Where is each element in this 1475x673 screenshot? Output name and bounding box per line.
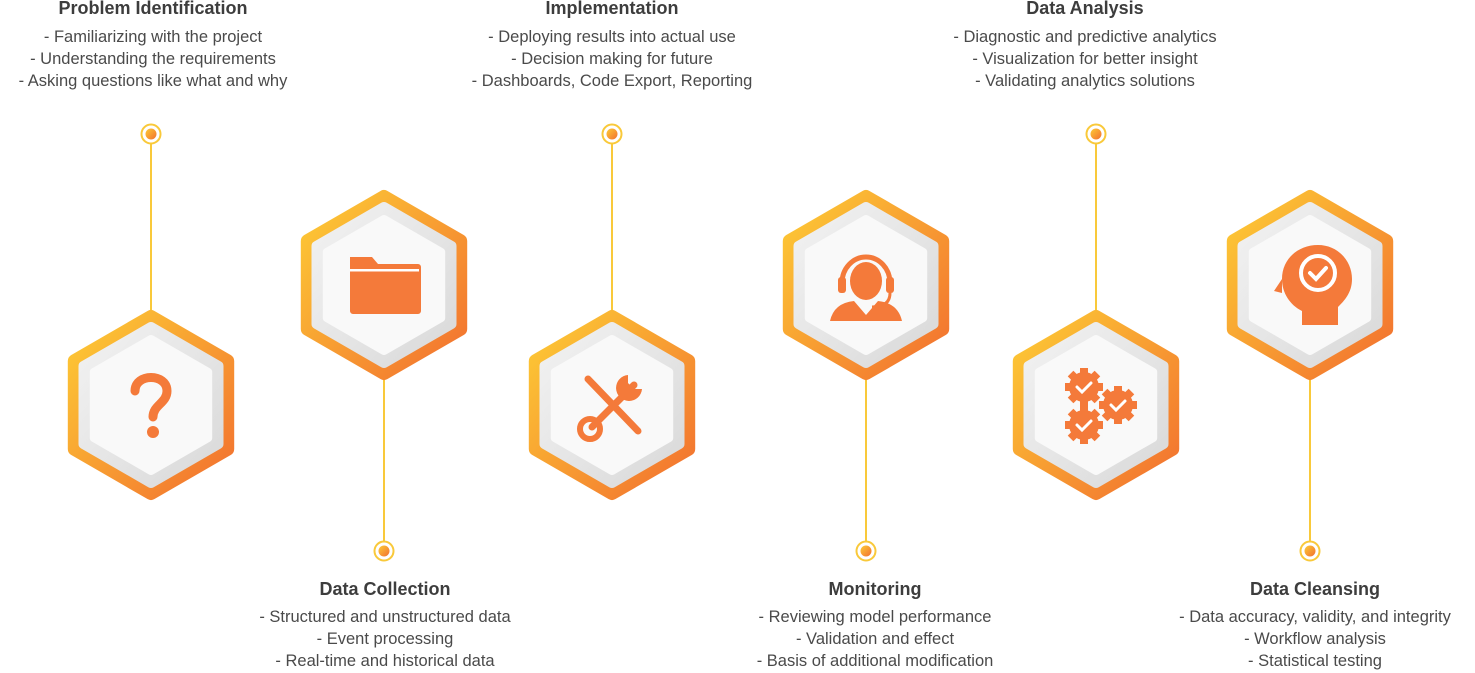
wrench-head [616,375,642,401]
step-item: - Validation and effect [795,630,955,648]
connector-dot [860,545,872,557]
step-item: - Dashboards, Code Export, Reporting [471,72,753,90]
step-5 [1226,190,1394,562]
question-dot [147,426,159,438]
connector-dot [145,128,157,140]
folder-line [350,269,419,272]
gear-body [1069,372,1099,402]
step-item: - Reviewing model performance [758,608,992,626]
folder-icon [350,257,421,314]
step-0 [67,123,235,500]
connector-dot [1304,545,1316,557]
shoulders [830,301,902,321]
step-item: - Asking questions like what and why [18,72,288,90]
step-item: - Real-time and historical data [275,652,495,670]
step-item: - Decision making for future [511,50,713,68]
headset-band [839,254,893,284]
ear-right [886,277,894,293]
step-3 [782,190,950,562]
step-item: - Understanding the requirements [30,50,276,68]
check-ring [1299,254,1337,292]
ear-left [838,277,846,293]
check [1109,399,1127,413]
gear [1099,386,1137,424]
step-4 [1012,123,1180,500]
step-item: - Statistical testing [1248,652,1382,670]
step-3-text: Monitoring - Reviewing model performance… [665,578,1085,672]
step-1-text: Data Collection - Structured and unstruc… [175,578,595,672]
step-item: - Visualization for better insight [972,50,1198,68]
folder-shape [350,257,421,314]
support-agent-icon [830,254,902,321]
tools-icon [577,375,642,442]
step-item: - Familiarizing with the project [43,28,263,46]
connector-dot [606,128,618,140]
step-title: Data Analysis [1026,0,1144,18]
step-item: - Structured and unstructured data [259,608,511,626]
head-check-icon [1274,245,1352,325]
step-2-text: Implementation - Deploying results into … [402,0,822,92]
wrench-ring [577,416,603,442]
step-0-text: Problem Identification - Familiarizing w… [0,0,363,92]
question-mark-icon [130,373,172,438]
step-item: - Data accuracy, validity, and integrity [1179,608,1451,626]
gear-body [1103,390,1133,420]
step-item: - Basis of additional modification [756,652,994,670]
connector-dot [1090,128,1102,140]
step-item: - Event processing [316,630,454,648]
step-title: Data Collection [319,579,451,599]
step-5-text: Data Cleansing - Data accuracy, validity… [1105,578,1475,672]
step-item: - Deploying results into actual use [488,28,736,46]
step-title: Implementation [545,0,679,18]
step-2 [528,123,696,500]
step-item: - Diagnostic and predictive analytics [953,28,1217,46]
gear-body [1069,410,1099,440]
check [1075,381,1093,395]
check [1075,419,1093,433]
question-curve [130,373,172,422]
gear [1065,406,1103,444]
gear [1065,368,1103,406]
step-item: - Workflow analysis [1244,630,1386,648]
step-title: Problem Identification [58,0,248,18]
gears-check-icon [1065,368,1137,444]
step-item: - Validating analytics solutions [975,72,1195,90]
step-4-text: Data Analysis - Diagnostic and predictiv… [875,0,1295,92]
hexagon-inner [1034,335,1158,475]
hexagon-inner [89,335,213,475]
connector-dot [378,545,390,557]
head [850,262,882,300]
step-1 [300,190,468,562]
check [1308,266,1328,282]
step-title: Monitoring [828,579,922,599]
step-title: Data Cleansing [1249,579,1381,599]
